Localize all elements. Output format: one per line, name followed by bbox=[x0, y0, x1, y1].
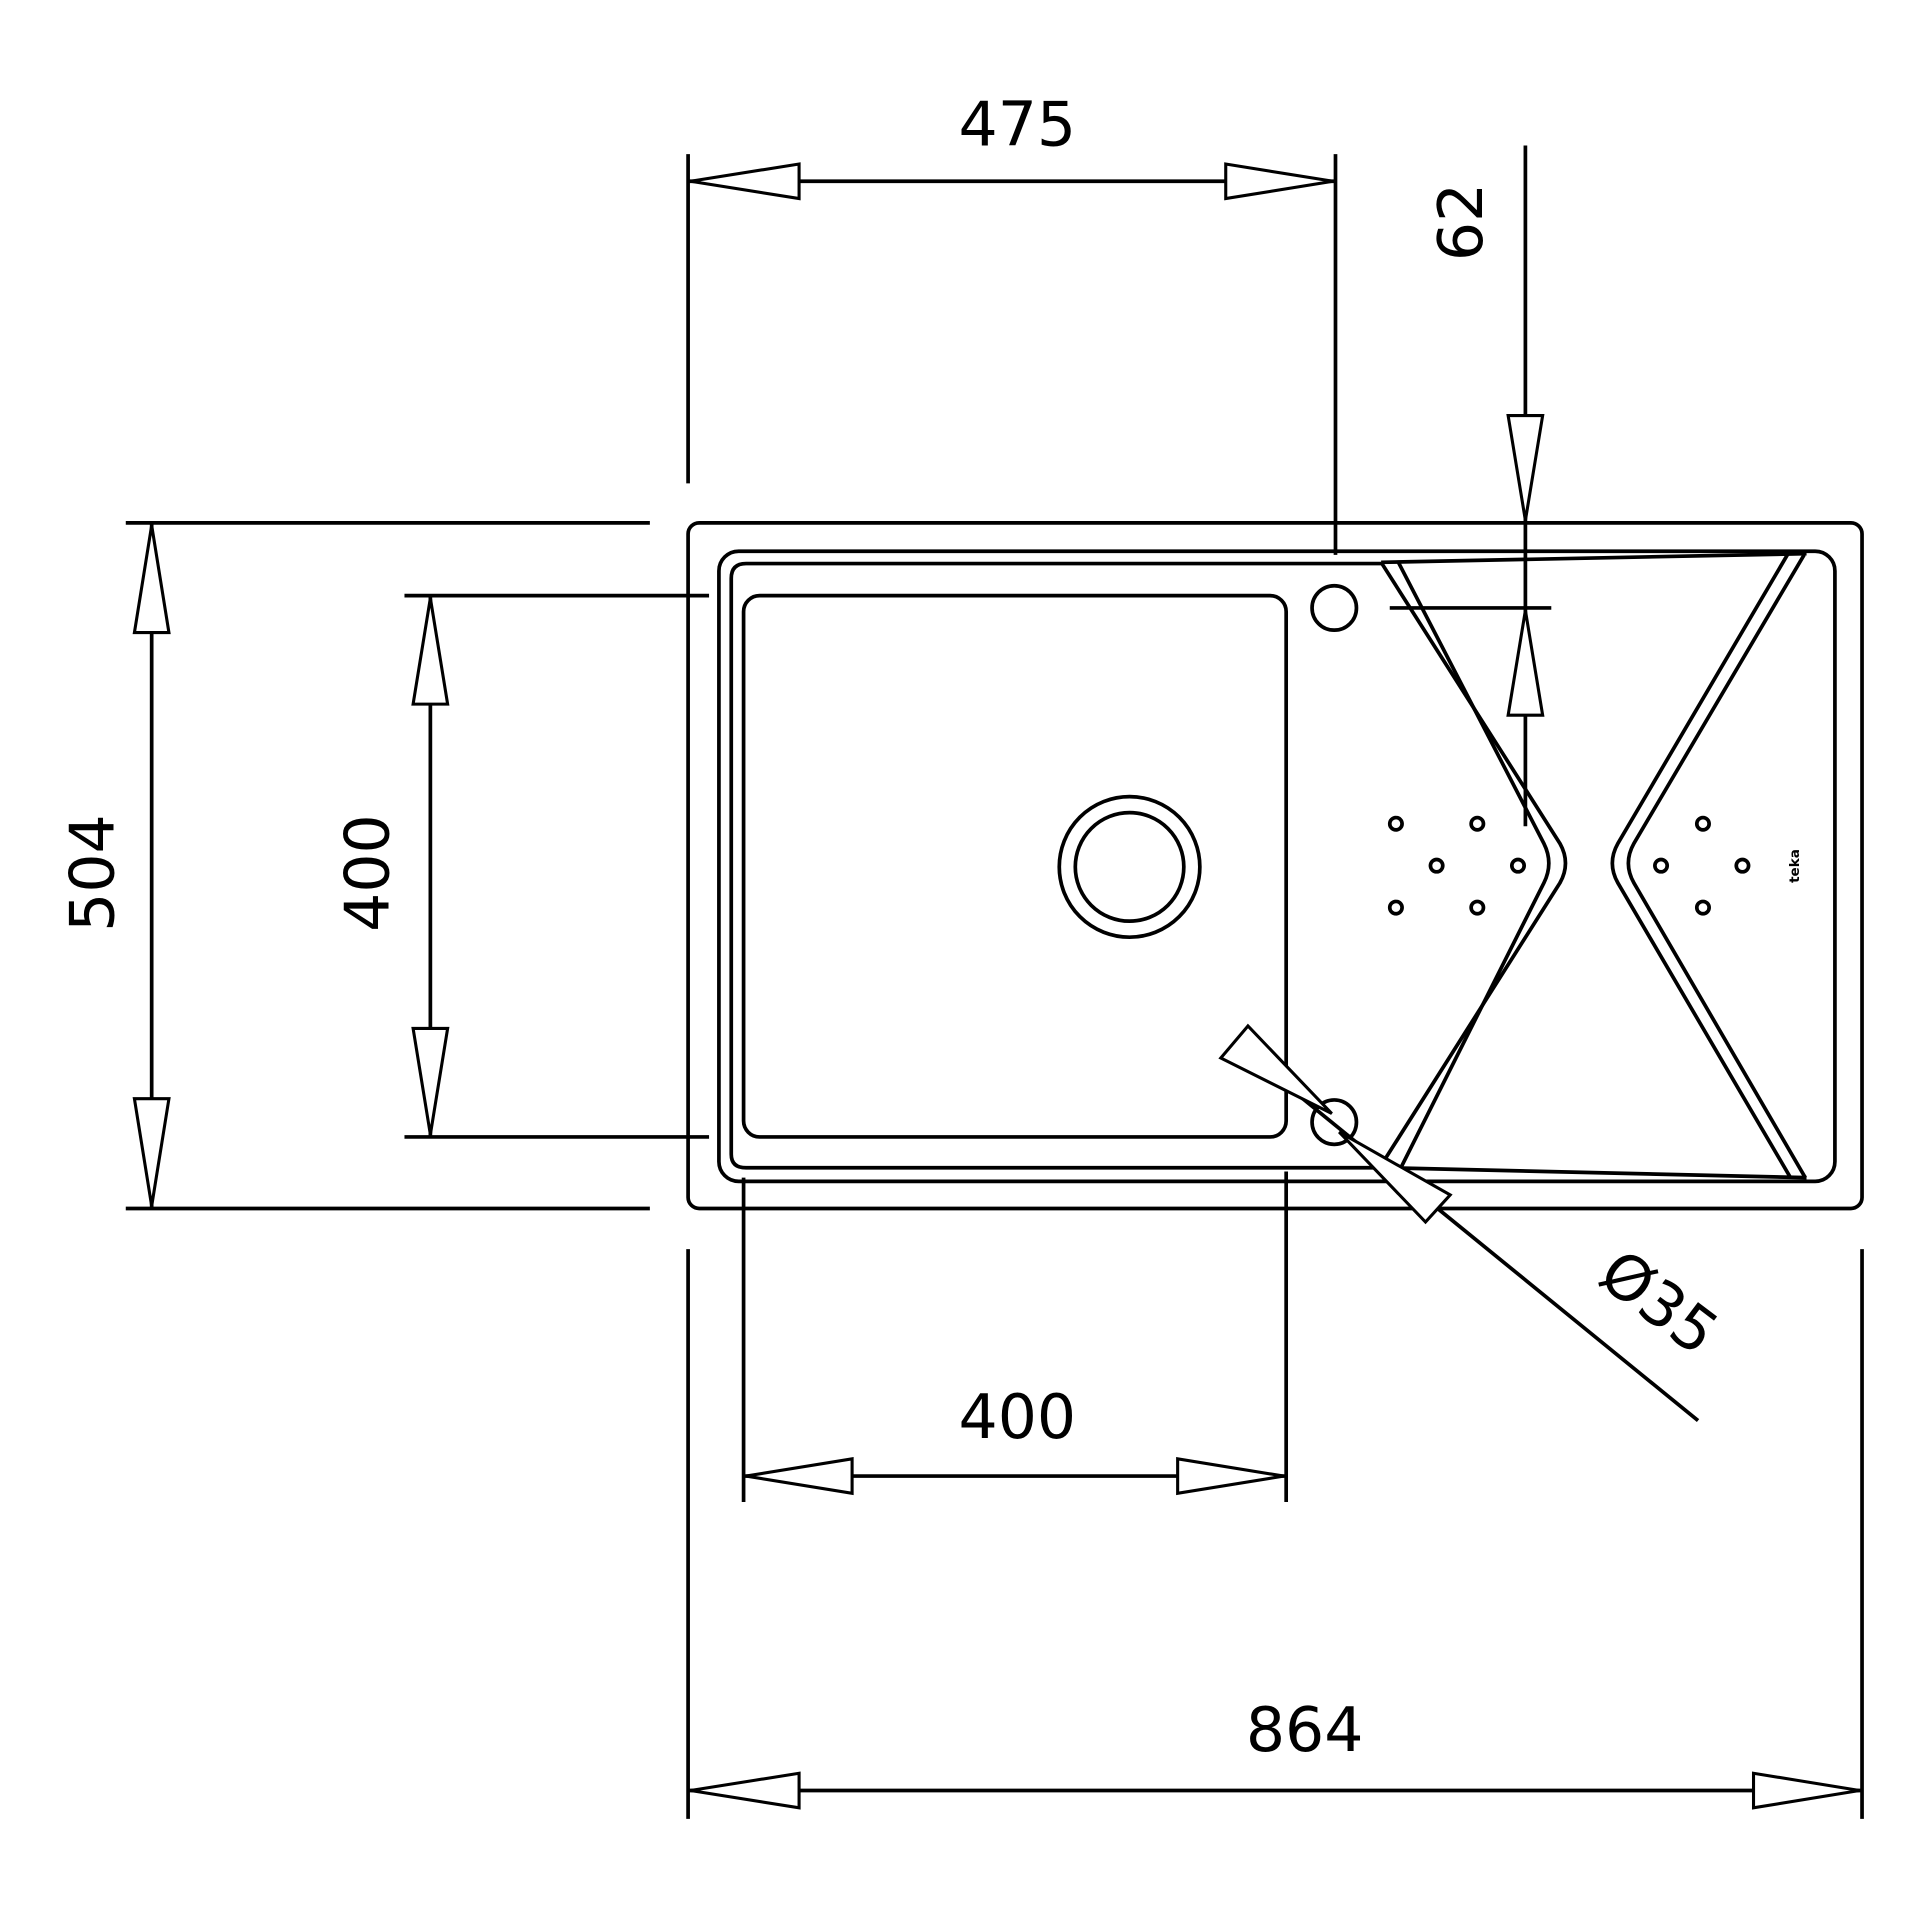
drainer-groove-right-inner bbox=[1626, 553, 1807, 1179]
tap-hole-bottom bbox=[1310, 1098, 1359, 1147]
dimension-label: 400 bbox=[331, 814, 403, 932]
sink-inner-rim bbox=[729, 561, 1388, 1170]
dimension-400-width: 400 bbox=[741, 1171, 1289, 1502]
sink-rim bbox=[717, 549, 1837, 1184]
dimension-label: 62 bbox=[1425, 183, 1497, 261]
drainer-dots bbox=[1387, 815, 1751, 916]
dimension-504: 504 bbox=[56, 521, 650, 1211]
drainer-groove-left-inner bbox=[1396, 561, 1551, 1169]
sink-outline: teka bbox=[686, 521, 1864, 1211]
dimension-400-depth: 400 bbox=[331, 593, 710, 1139]
drain-outer bbox=[1057, 794, 1202, 940]
dimension-label: 504 bbox=[56, 814, 128, 932]
dimension-475: 475 bbox=[686, 89, 1338, 555]
drainer-top-edge bbox=[1381, 551, 1807, 565]
dimension-62: 62 bbox=[1389, 145, 1552, 827]
dimension-label: 400 bbox=[959, 1381, 1077, 1453]
drainer-groove-left-outer bbox=[1379, 561, 1568, 1167]
dimension-tap-hole-diameter: Ø35 bbox=[1218, 1023, 1731, 1423]
dimension-label: 475 bbox=[959, 89, 1077, 161]
dimension-label: 864 bbox=[1246, 1694, 1364, 1766]
bowl bbox=[741, 593, 1289, 1139]
dimension-864: 864 bbox=[686, 1249, 1864, 1819]
tap-hole-top bbox=[1310, 583, 1359, 632]
sink-outer-edge bbox=[686, 521, 1864, 1211]
drainer-bottom-edge bbox=[1387, 1165, 1807, 1180]
drain-inner bbox=[1073, 810, 1186, 924]
brand-logo: teka bbox=[1787, 849, 1803, 883]
drainer-groove-right-outer bbox=[1610, 552, 1793, 1179]
